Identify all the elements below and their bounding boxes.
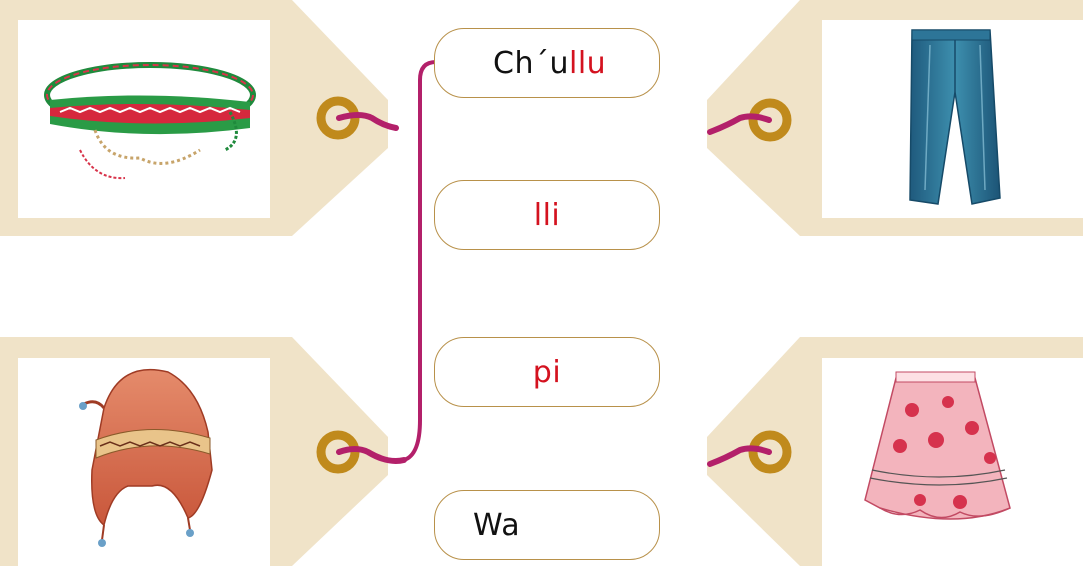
word-box-chullu[interactable]: Ch´ullu [434,28,660,98]
word-box-pi[interactable]: pi [434,337,660,407]
picture-tag-hat[interactable] [0,337,404,566]
word-box-wa[interactable]: Wa [434,490,660,560]
word-box-lli[interactable]: lli [434,180,660,250]
picture-tag-belt[interactable] [0,0,396,236]
word-prefix: Wa [435,508,520,543]
picture-tag-pants[interactable] [707,0,1083,236]
word-syllable-highlight: lli [534,198,561,233]
match-connector-line [404,62,436,460]
word-syllable-highlight: llu [569,46,606,81]
word-syllable-highlight: pi [533,355,561,390]
picture-tag-skirt[interactable] [707,337,1083,566]
word-prefix: Ch´u [493,46,569,81]
